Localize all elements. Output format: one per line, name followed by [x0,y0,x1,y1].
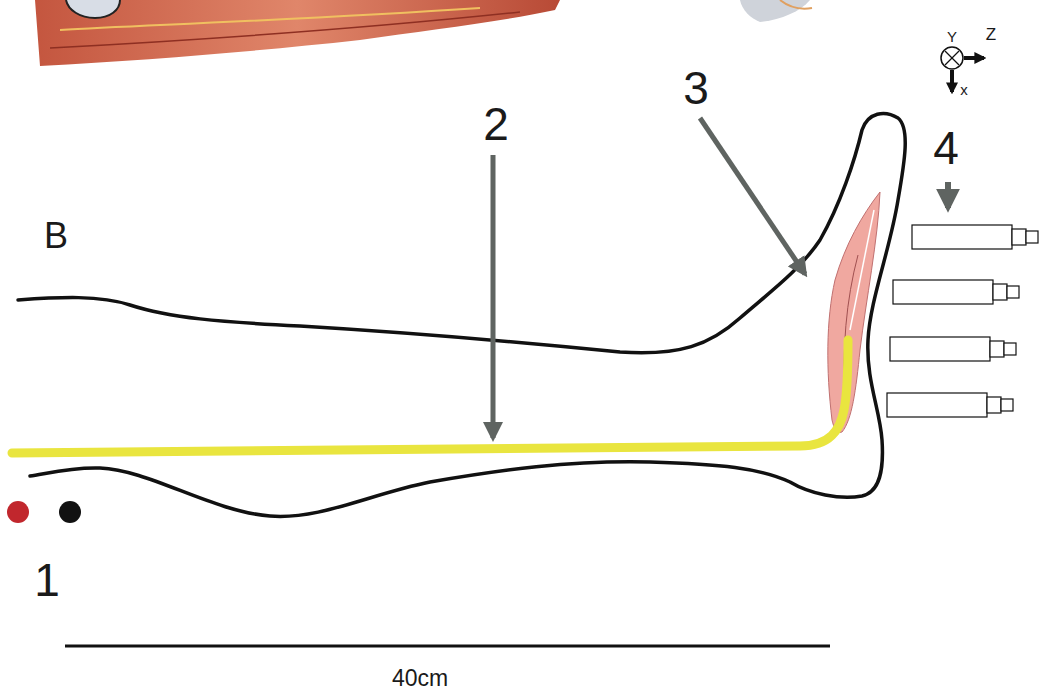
stimulator-array [887,225,1038,417]
anatomy-image [35,0,812,66]
leader-arrow [491,155,496,438]
axis-label: Y [947,29,957,44]
muscle [828,192,880,432]
callout-number: 2 [483,101,509,147]
callout-number: 4 [933,125,959,171]
callout-number: 1 [34,557,60,603]
axis-label: Z [986,26,996,43]
nerve [12,340,848,453]
panel-letter: B [44,218,68,254]
leader-arrow [945,182,951,208]
scale-bar [65,645,830,648]
callout-number: 3 [683,65,709,111]
axis-label: x [960,82,968,97]
scale-label: 40cm [392,667,448,690]
leader-arrow [700,118,805,274]
red-dot [7,501,29,523]
black-dot [59,501,81,523]
